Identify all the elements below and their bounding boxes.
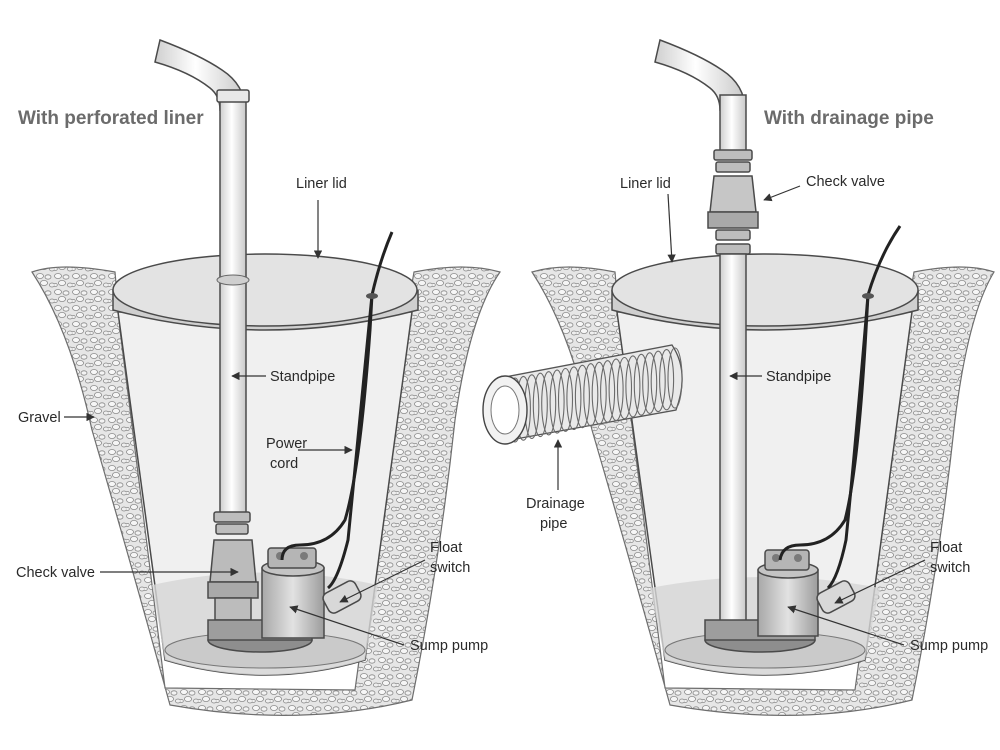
right-label-drainage-1: Drainage — [526, 496, 585, 512]
left-label-float-2: switch — [430, 560, 470, 576]
right-label-check-valve: Check valve — [806, 174, 885, 190]
right-gravel — [531, 266, 995, 716]
right-float-arrow — [834, 559, 926, 604]
right-check-valve — [707, 149, 759, 255]
right-label-drainage-2: pipe — [540, 516, 567, 532]
right-label-liner-lid: Liner lid — [620, 176, 671, 192]
right-lid — [611, 253, 919, 327]
left-label-sump-pump: Sump pump — [410, 638, 488, 654]
drainage-pipe-rib — [574, 364, 590, 429]
left-label-float-1: Float — [430, 540, 462, 556]
drainage-pipe-rib — [532, 372, 548, 438]
drainage-pipe — [482, 344, 683, 445]
drainage-pipe-rib — [659, 349, 675, 411]
right-label-sump-pump: Sump pump — [910, 638, 988, 654]
right-check-valve-arrow — [763, 185, 801, 202]
drainage-pipe-rib — [625, 355, 641, 418]
left-label-standpipe: Standpipe — [270, 369, 335, 385]
right-lid-arrow — [667, 193, 676, 263]
drainage-pipe-rib — [667, 347, 683, 409]
drainage-pipe-rib — [642, 352, 658, 414]
drainage-pipe-rib — [583, 363, 599, 427]
left-heading: With perforated liner — [18, 108, 204, 129]
right-sump-pump — [704, 549, 819, 653]
right-label-standpipe: Standpipe — [766, 369, 831, 385]
drainage-pipe-rib — [541, 371, 557, 436]
drainage-pipe-rib — [650, 350, 666, 413]
left-panel: With perforated liner — [16, 38, 501, 716]
left-check-valve — [207, 511, 259, 621]
right-label-float-1: Float — [930, 540, 962, 556]
right-panel: With drainage pipe — [482, 38, 995, 716]
right-heading: With drainage pipe — [764, 108, 934, 129]
drainage-pipe-rib — [633, 353, 649, 416]
right-standpipe — [719, 253, 747, 625]
left-label-check-valve: Check valve — [16, 565, 95, 581]
left-pipe-coupler-top — [216, 89, 250, 103]
left-label-power-cord-1: Power — [266, 436, 307, 452]
left-sump-pump — [207, 547, 325, 653]
left-gravel — [31, 266, 501, 716]
drainage-pipe-rib — [600, 360, 616, 423]
left-lid — [112, 253, 418, 327]
drainage-pipe-rib — [608, 358, 624, 422]
left-label-liner-lid: Liner lid — [296, 176, 347, 192]
right-label-float-2: switch — [930, 560, 970, 576]
left-pump-arrow — [289, 605, 405, 646]
right-pipe-upper — [719, 94, 747, 156]
left-standpipe — [219, 94, 247, 516]
left-float-arrow — [339, 559, 426, 603]
right-pump-arrow — [787, 605, 905, 646]
left-label-power-cord-2: cord — [270, 456, 298, 472]
drainage-pipe-rib — [549, 369, 565, 434]
left-label-gravel: Gravel — [18, 410, 61, 426]
drainage-pipe-rib — [591, 361, 607, 425]
drainage-pipe-rib — [557, 367, 574, 432]
drainage-pipe-rib — [616, 356, 633, 420]
drainage-pipe-rib — [566, 366, 582, 431]
